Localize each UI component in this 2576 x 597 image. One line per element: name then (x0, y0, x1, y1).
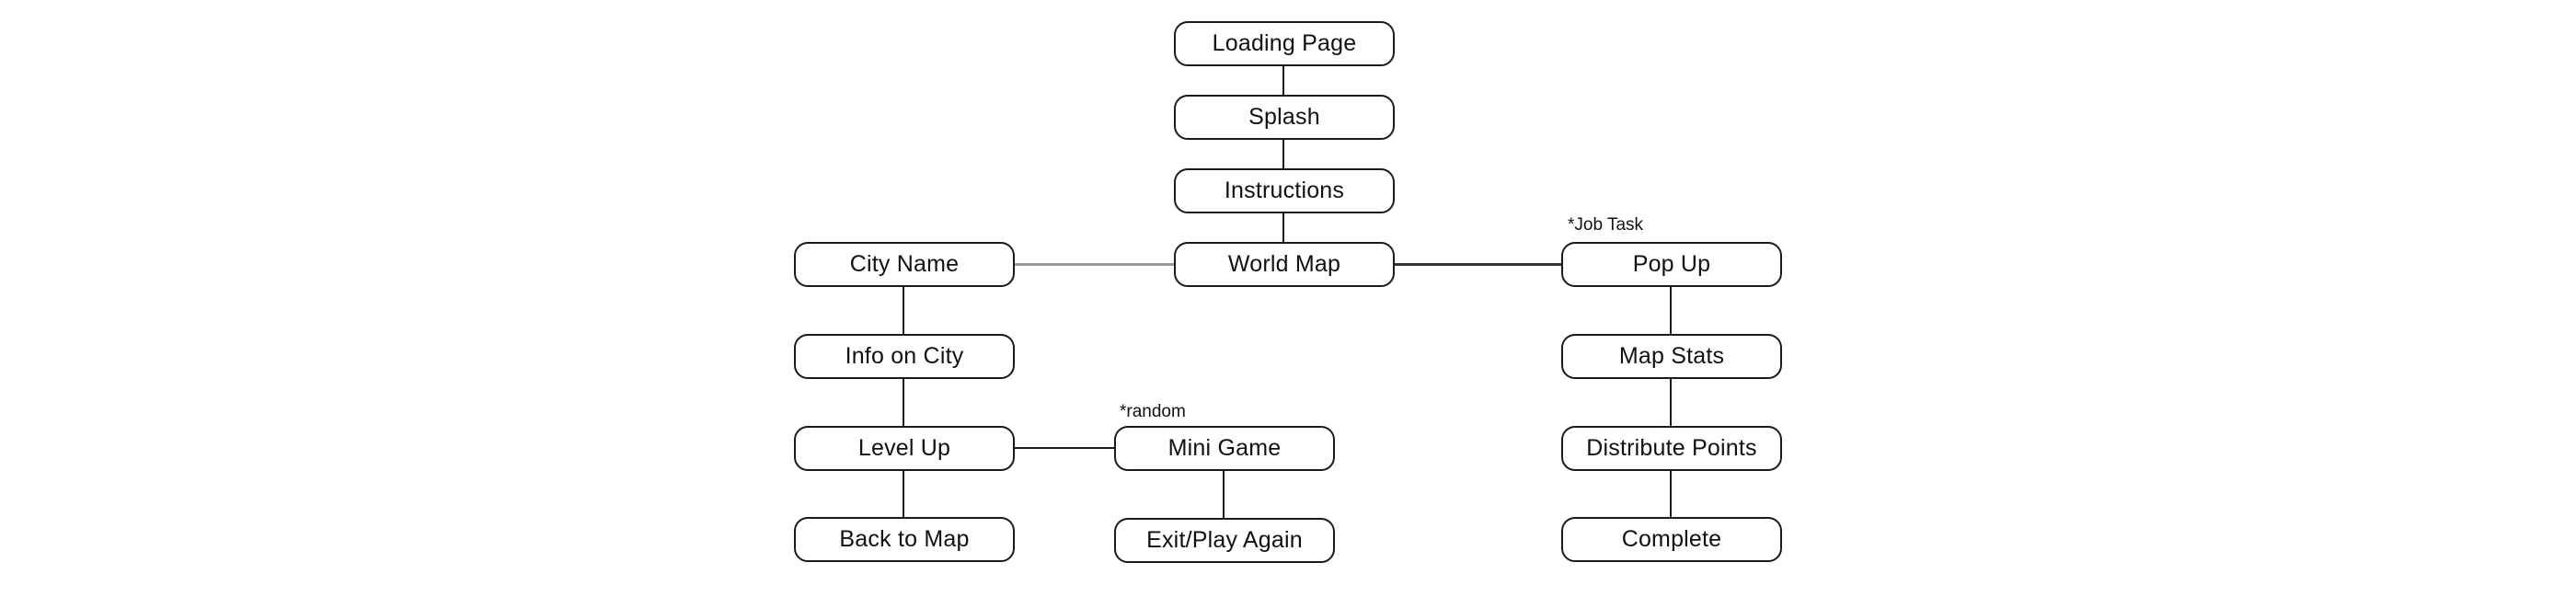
node-annotation-mini-game: *random (1120, 402, 1186, 421)
flow-node-exit-play-again: Exit/Play Again (1114, 518, 1335, 563)
flow-node-splash: Splash (1174, 95, 1395, 140)
edge-mini-game-exit-play-again (1223, 471, 1225, 518)
edge-loading-page-splash (1282, 66, 1284, 95)
flow-node-map-stats: Map Stats (1561, 334, 1782, 379)
flow-node-mini-game: Mini Game (1114, 426, 1335, 471)
node-label: Info on City (845, 343, 964, 369)
flow-node-pop-up: Pop Up (1561, 242, 1782, 287)
edge-splash-instructions (1282, 140, 1284, 168)
flow-node-city-name: City Name (794, 242, 1015, 287)
flow-node-distribute-points: Distribute Points (1561, 426, 1782, 471)
node-label: Complete (1621, 526, 1722, 552)
flow-node-loading-page: Loading Page (1174, 21, 1395, 66)
node-label: World Map (1227, 251, 1341, 277)
flow-node-instructions: Instructions (1174, 168, 1395, 213)
edge-info-on-city-level-up (903, 379, 904, 426)
node-label: Back to Map (839, 526, 970, 552)
node-label: Distribute Points (1586, 435, 1757, 461)
edge-city-name-world-map (1015, 262, 1174, 266)
node-label: Loading Page (1212, 30, 1357, 56)
edge-instructions-world-map (1282, 213, 1284, 242)
node-label: Exit/Play Again (1146, 527, 1303, 553)
edge-pop-up-map-stats (1670, 287, 1672, 334)
edge-world-map-pop-up (1395, 262, 1561, 266)
node-label: Map Stats (1618, 343, 1725, 369)
flow-node-complete: Complete (1561, 517, 1782, 562)
edge-map-stats-distribute-points (1670, 379, 1672, 426)
node-label: City Name (849, 251, 960, 277)
node-annotation-pop-up: *Job Task (1568, 215, 1644, 235)
edge-city-name-info-on-city (903, 287, 904, 334)
node-label: Mini Game (1167, 435, 1282, 461)
node-label: Pop Up (1632, 251, 1711, 277)
node-label: Splash (1248, 104, 1320, 130)
node-label: Level Up (857, 435, 951, 461)
flow-node-back-to-map: Back to Map (794, 517, 1015, 562)
flow-node-world-map: World Map (1174, 242, 1395, 287)
flow-node-level-up: Level Up (794, 426, 1015, 471)
edge-level-up-back-to-map (903, 471, 904, 517)
node-label: Instructions (1224, 178, 1345, 203)
edge-distribute-points-complete (1670, 471, 1672, 517)
flow-node-info-on-city: Info on City (794, 334, 1015, 379)
edge-level-up-mini-game (1015, 447, 1114, 449)
